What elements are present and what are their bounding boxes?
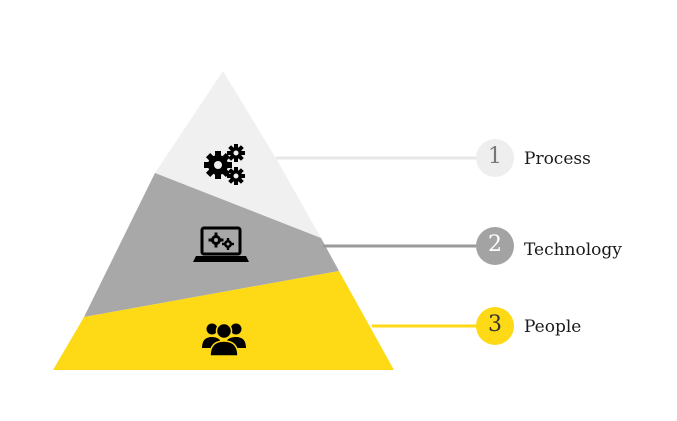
number-circle-2 <box>476 227 514 265</box>
laptop-gears-icon <box>193 226 249 262</box>
label-technology: Technology <box>524 240 622 260</box>
label-people: People <box>524 317 582 337</box>
pyramid-layer-people <box>53 271 394 370</box>
number-1: 1 <box>488 144 502 169</box>
number-3: 3 <box>488 312 502 337</box>
number-2: 2 <box>488 232 502 257</box>
people-group-icon <box>202 322 246 357</box>
number-circle-1 <box>476 139 514 177</box>
label-process: Process <box>524 149 591 169</box>
number-circle-3 <box>476 307 514 345</box>
